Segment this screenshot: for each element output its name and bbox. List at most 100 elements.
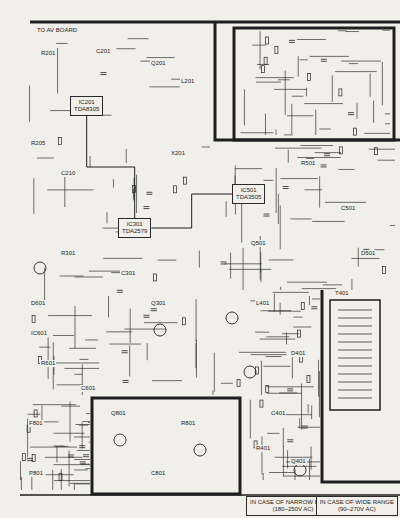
- wire: [103, 258, 142, 259]
- wire: [260, 269, 261, 282]
- wire: [55, 446, 68, 447]
- capacitor-symbol: [79, 446, 85, 448]
- capacitor-symbol: [83, 455, 89, 457]
- transformer-winding: [338, 366, 372, 367]
- wire: [56, 446, 57, 462]
- wire: [370, 73, 371, 96]
- part-number: D401: [290, 350, 306, 357]
- wire: [309, 296, 310, 305]
- wire: [273, 292, 309, 293]
- wire: [129, 345, 130, 376]
- wire: [108, 296, 109, 318]
- part-value: (90~270V AC): [320, 506, 394, 513]
- wire: [75, 306, 76, 348]
- resistor-symbol: [184, 177, 187, 184]
- resistor-symbol: [22, 454, 25, 461]
- wire: [312, 221, 344, 222]
- wire: [212, 390, 213, 395]
- resistor-symbol: [301, 303, 304, 310]
- wire: [284, 134, 293, 135]
- wire: [149, 86, 179, 87]
- wire: [90, 156, 91, 167]
- wire: [37, 158, 54, 159]
- wire: [33, 404, 76, 405]
- wire: [83, 421, 90, 422]
- part-value: TDA2579: [122, 228, 147, 235]
- resistor-symbol: [353, 128, 356, 135]
- wire: [382, 30, 390, 31]
- wire: [298, 427, 320, 428]
- wire: [116, 48, 135, 49]
- ic-box: IC501TDA3505: [232, 184, 265, 204]
- part-name: IC201: [74, 99, 99, 106]
- wire: [385, 123, 390, 124]
- wire: [195, 343, 196, 368]
- wire: [53, 335, 74, 336]
- wire: [323, 284, 342, 285]
- wire: [77, 450, 90, 451]
- capacitor-symbol: [123, 380, 129, 382]
- wire: [269, 472, 295, 473]
- signal-wire: [87, 116, 135, 218]
- transistor-symbol: [194, 444, 206, 456]
- wire: [274, 293, 275, 311]
- ic-box: IC201TDA8305: [70, 96, 103, 116]
- wire: [300, 145, 333, 146]
- wire: [41, 405, 42, 420]
- wire: [126, 149, 127, 163]
- board-outline: [234, 28, 394, 140]
- wire: [152, 380, 182, 381]
- wire: [288, 150, 289, 163]
- wire: [300, 59, 308, 60]
- part-number: L201: [180, 78, 195, 85]
- transformer-winding: [338, 398, 372, 399]
- part-number: Q401: [290, 458, 307, 465]
- wire: [358, 248, 359, 267]
- part-value: TDA3505: [236, 194, 261, 201]
- wire: [351, 258, 379, 259]
- part-number: IC601: [30, 330, 48, 337]
- wire: [263, 366, 290, 367]
- part-number: C301: [120, 270, 136, 277]
- wire: [312, 298, 320, 299]
- wire: [29, 86, 30, 122]
- wire: [109, 344, 140, 345]
- wire: [267, 433, 279, 434]
- part-number: T401: [334, 290, 350, 297]
- wire: [256, 82, 281, 83]
- wire: [285, 71, 286, 115]
- transformer-winding: [338, 334, 372, 335]
- resistor-symbol: [173, 186, 176, 193]
- wire: [147, 343, 148, 360]
- wire: [250, 400, 251, 439]
- capacitor-symbol: [348, 113, 354, 115]
- wire: [261, 436, 262, 474]
- wire: [385, 113, 390, 114]
- wire: [106, 212, 107, 223]
- wire: [282, 333, 299, 334]
- part-number: R205: [30, 140, 46, 147]
- wire: [263, 473, 264, 480]
- wire: [341, 61, 381, 62]
- resistor-symbol: [34, 410, 37, 417]
- part-value: TDA8305: [74, 106, 99, 113]
- wire: [266, 386, 314, 387]
- wire: [52, 470, 53, 490]
- wire: [280, 205, 281, 249]
- capacitor-symbol: [27, 459, 33, 461]
- resistor-symbol: [260, 400, 263, 407]
- capacitor-symbol: [283, 187, 289, 189]
- wire: [308, 404, 309, 413]
- wire: [280, 287, 281, 290]
- wire: [325, 202, 366, 203]
- transistor-symbol: [226, 312, 238, 324]
- capacitor-symbol: [80, 462, 86, 464]
- part-number: C210: [60, 170, 76, 177]
- part-name: IC501: [236, 187, 261, 194]
- resistor-symbol: [32, 315, 35, 322]
- wire: [266, 336, 289, 337]
- capacitor-symbol: [263, 214, 269, 216]
- part-number: R301: [60, 250, 76, 257]
- resistor-symbol: [339, 89, 342, 96]
